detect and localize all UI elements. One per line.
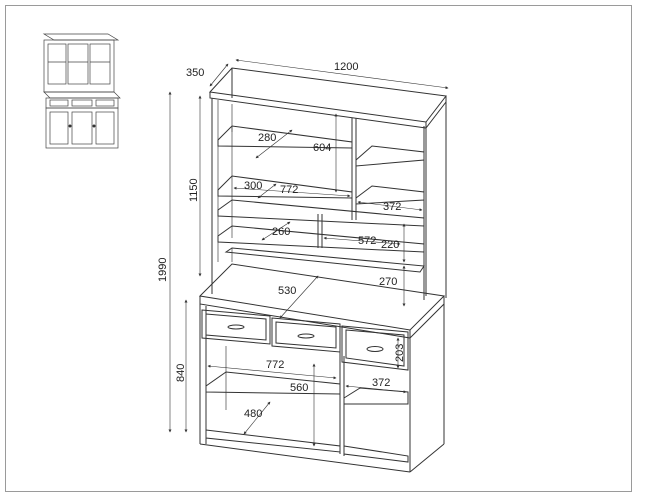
dim-560-label: 560 xyxy=(290,382,308,394)
dim-270-label: 270 xyxy=(379,276,397,288)
dim-480-label: 480 xyxy=(244,408,262,420)
dim-572-label: 572 xyxy=(358,235,376,247)
dim-280-label: 280 xyxy=(258,132,276,144)
dimension-lines xyxy=(168,58,449,447)
dim-300-label: 300 xyxy=(244,180,262,192)
dim-772-upper-label: 772 xyxy=(280,184,298,196)
dim-604-label: 604 xyxy=(313,142,331,154)
dim-total-height-label: 1990 xyxy=(157,258,169,282)
dim-372-base-label: 372 xyxy=(372,377,390,389)
dim-372-upper-label: 372 xyxy=(383,201,401,213)
thumbnail-preview xyxy=(42,33,121,149)
dim-upper-height-label: 1150 xyxy=(188,178,200,202)
dim-depth-label: 350 xyxy=(186,67,204,79)
base-cabinet xyxy=(198,263,446,473)
dim-772-base-label: 772 xyxy=(266,359,284,371)
dim-260-label: 260 xyxy=(272,226,290,238)
upper-hutch xyxy=(208,67,447,300)
dim-530-label: 530 xyxy=(278,285,296,297)
dim-203-label: 203 xyxy=(394,344,406,362)
dimension-labels: 1200 350 1990 1150 840 280 604 300 772 3… xyxy=(157,61,406,420)
dim-220-label: 220 xyxy=(381,239,399,251)
dim-width-label: 1200 xyxy=(334,61,358,73)
dim-lower-height-label: 840 xyxy=(175,364,187,382)
